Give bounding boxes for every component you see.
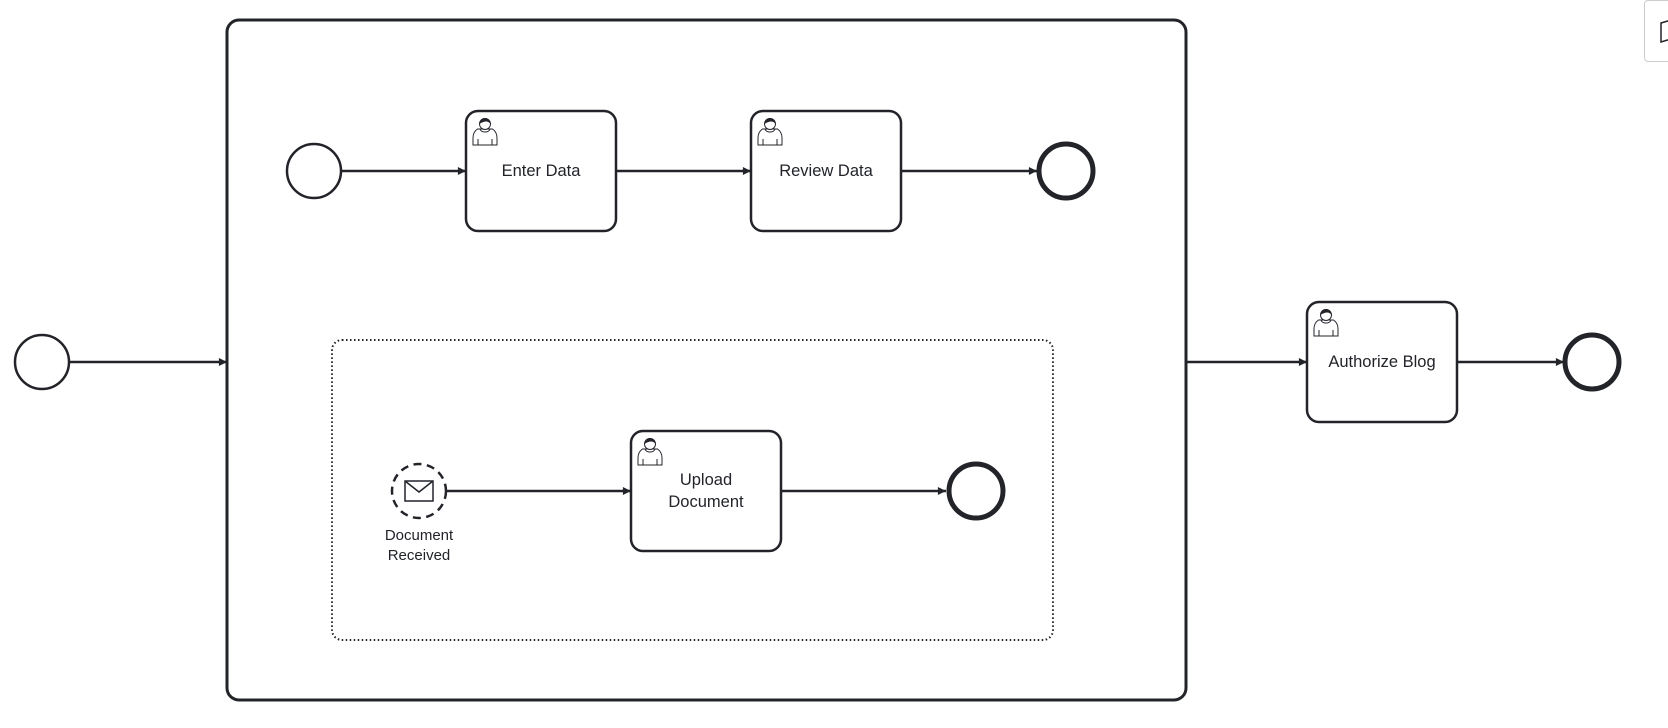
- inner-end-event[interactable]: [1036, 141, 1096, 201]
- subprocess-container[interactable]: [225, 18, 1188, 702]
- task-enter-data[interactable]: [464, 109, 618, 233]
- task-review-data[interactable]: [749, 109, 903, 233]
- start-event[interactable]: [13, 333, 71, 391]
- task-upload-document[interactable]: [629, 429, 783, 553]
- message-start-event-document-received[interactable]: [390, 462, 448, 520]
- palette-toggle[interactable]: [1644, 0, 1668, 62]
- envelope-icon: [404, 480, 434, 502]
- map-icon: [1660, 20, 1668, 43]
- task-authorize-blog[interactable]: [1305, 300, 1459, 424]
- event-subprocess[interactable]: [331, 339, 1054, 641]
- end-event[interactable]: [1562, 332, 1622, 392]
- inner-start-event[interactable]: [285, 142, 343, 200]
- event-subprocess-end-event[interactable]: [946, 461, 1006, 521]
- event-label-document-received: Document Received: [384, 527, 454, 564]
